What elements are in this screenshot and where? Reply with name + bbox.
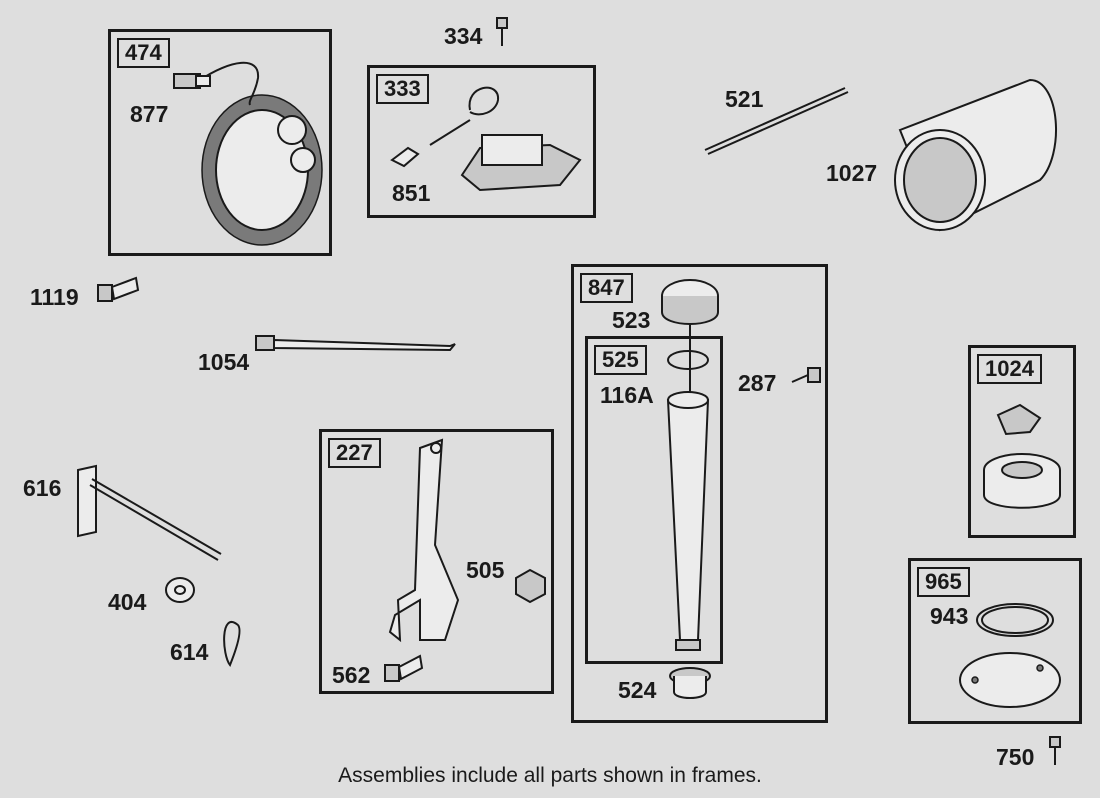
link-rod-part-616 <box>77 464 222 561</box>
cover-plate-part-965 <box>959 652 1061 708</box>
governor-lever-part-227 <box>388 438 460 643</box>
label-851: 851 <box>392 180 431 206</box>
frame-525: 525 <box>585 336 723 664</box>
label-404: 404 <box>108 589 147 615</box>
frame-965: 965 <box>908 558 1082 724</box>
washer-part-404 <box>165 577 195 603</box>
bolt-part-1119 <box>97 276 140 302</box>
frame-label-474: 474 <box>117 38 170 68</box>
frame-333: 333 <box>367 65 596 218</box>
label-505: 505 <box>466 557 505 583</box>
oil-cap-part-523 <box>661 279 719 325</box>
frame-847: 847 <box>571 264 828 723</box>
label-1054: 1054 <box>198 349 250 375</box>
frame-label-525: 525 <box>594 345 647 375</box>
screw-part-287 <box>791 367 821 383</box>
label-943: 943 <box>930 603 969 629</box>
screw-part-334 <box>496 17 508 46</box>
label-1119: 1119 <box>30 284 79 310</box>
label-562: 562 <box>332 662 371 688</box>
screw-part-562 <box>384 654 424 682</box>
label-334: 334 <box>444 23 483 49</box>
frame-474: 474 <box>108 29 332 256</box>
screw-part-750 <box>1049 736 1061 765</box>
rod-part-521 <box>704 87 849 155</box>
alternator-part-877 <box>173 61 323 246</box>
label-877: 877 <box>130 101 169 127</box>
wire-clip-part-851 <box>390 146 420 168</box>
ignition-module-part-333 <box>429 86 582 192</box>
label-614: 614 <box>170 639 209 665</box>
frame-1024: 1024 <box>968 345 1076 538</box>
frame-label-965: 965 <box>917 567 970 597</box>
cable-tie-part-1054 <box>255 335 456 352</box>
label-523: 523 <box>612 307 651 333</box>
plug-part-524 <box>669 667 711 699</box>
frame-label-1024: 1024 <box>977 354 1042 384</box>
diagram-caption: Assemblies include all parts shown in fr… <box>338 764 762 787</box>
label-1027: 1027 <box>826 160 878 186</box>
label-524: 524 <box>618 677 657 703</box>
nut-part-505 <box>515 568 546 604</box>
dipstick-part-525 <box>666 325 710 651</box>
label-616: 616 <box>23 475 62 501</box>
frame-label-227: 227 <box>328 438 381 468</box>
gasket-part-943 <box>976 603 1054 637</box>
label-521: 521 <box>725 86 764 112</box>
frame-label-847: 847 <box>580 273 633 303</box>
oil-filter-part-1027 <box>894 78 1057 232</box>
label-116a: 116A <box>600 382 654 408</box>
frame-label-333: 333 <box>376 74 429 104</box>
adapter-part-1024 <box>983 403 1061 509</box>
label-750: 750 <box>996 744 1035 770</box>
hairpin-clip-part-614 <box>223 621 241 667</box>
frame-227: 227 <box>319 429 554 694</box>
label-287: 287 <box>738 370 777 396</box>
